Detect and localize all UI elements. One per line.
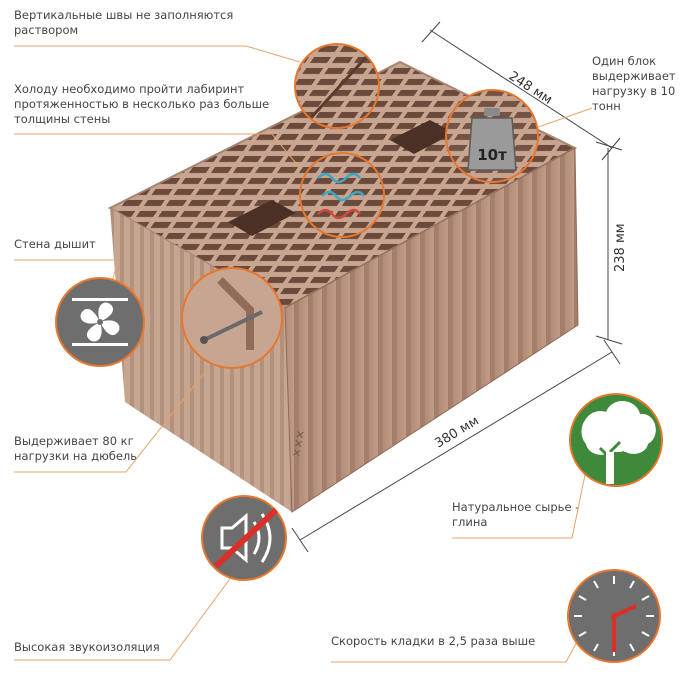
laying-speed-circle [567, 569, 661, 663]
block-grip-hole [390, 120, 454, 154]
fan-icon [72, 298, 128, 346]
block-front-face [285, 148, 578, 512]
callout-block-load: Один блок выдерживает нагрузку в 10 тонн [592, 54, 676, 113]
natural-material-circle [569, 393, 663, 487]
dowel-icon [200, 310, 263, 344]
weight-icon: 10т [467, 108, 517, 171]
callout-laying-speed: Скорость кладки в 2,5 раза выше [331, 634, 536, 648]
weight-label: 10т [477, 146, 507, 164]
leader-lines [14, 45, 593, 663]
callout-natural-material: Натуральное сырье - глина [452, 500, 580, 529]
clock-icon [574, 576, 654, 656]
dimension-lines [291, 21, 623, 553]
mute-speaker-icon [213, 507, 279, 569]
callout-vertical-joints: Вертикальные швы не заполняются растворо… [14, 8, 234, 37]
sound-insulation-circle [201, 495, 287, 581]
block-marking: ✕✕✕ [290, 429, 308, 458]
tree-icon [581, 400, 656, 484]
weight-detail-circle: 10т [445, 89, 539, 183]
dowel-detail-circle [181, 267, 283, 369]
callout-sound-insulation: Высокая звукоизоляция [14, 640, 160, 654]
labyrinth-icon [317, 172, 365, 220]
labyrinth-detail-circle [299, 152, 385, 238]
block-side-face [110, 208, 292, 512]
breathing-wall-circle [55, 277, 145, 367]
callout-dowel-load: Выдерживает 80 кг нагрузки на дюбель [14, 434, 138, 463]
dimension-height: 238 мм [613, 223, 628, 272]
callout-wall-breathes: Стена дышит [14, 237, 96, 251]
block-grip-hole [228, 200, 296, 236]
callout-cold-labyrinth: Холоду необходимо пройти лабиринт протяж… [14, 82, 270, 126]
joint-detail-circle [294, 43, 380, 129]
